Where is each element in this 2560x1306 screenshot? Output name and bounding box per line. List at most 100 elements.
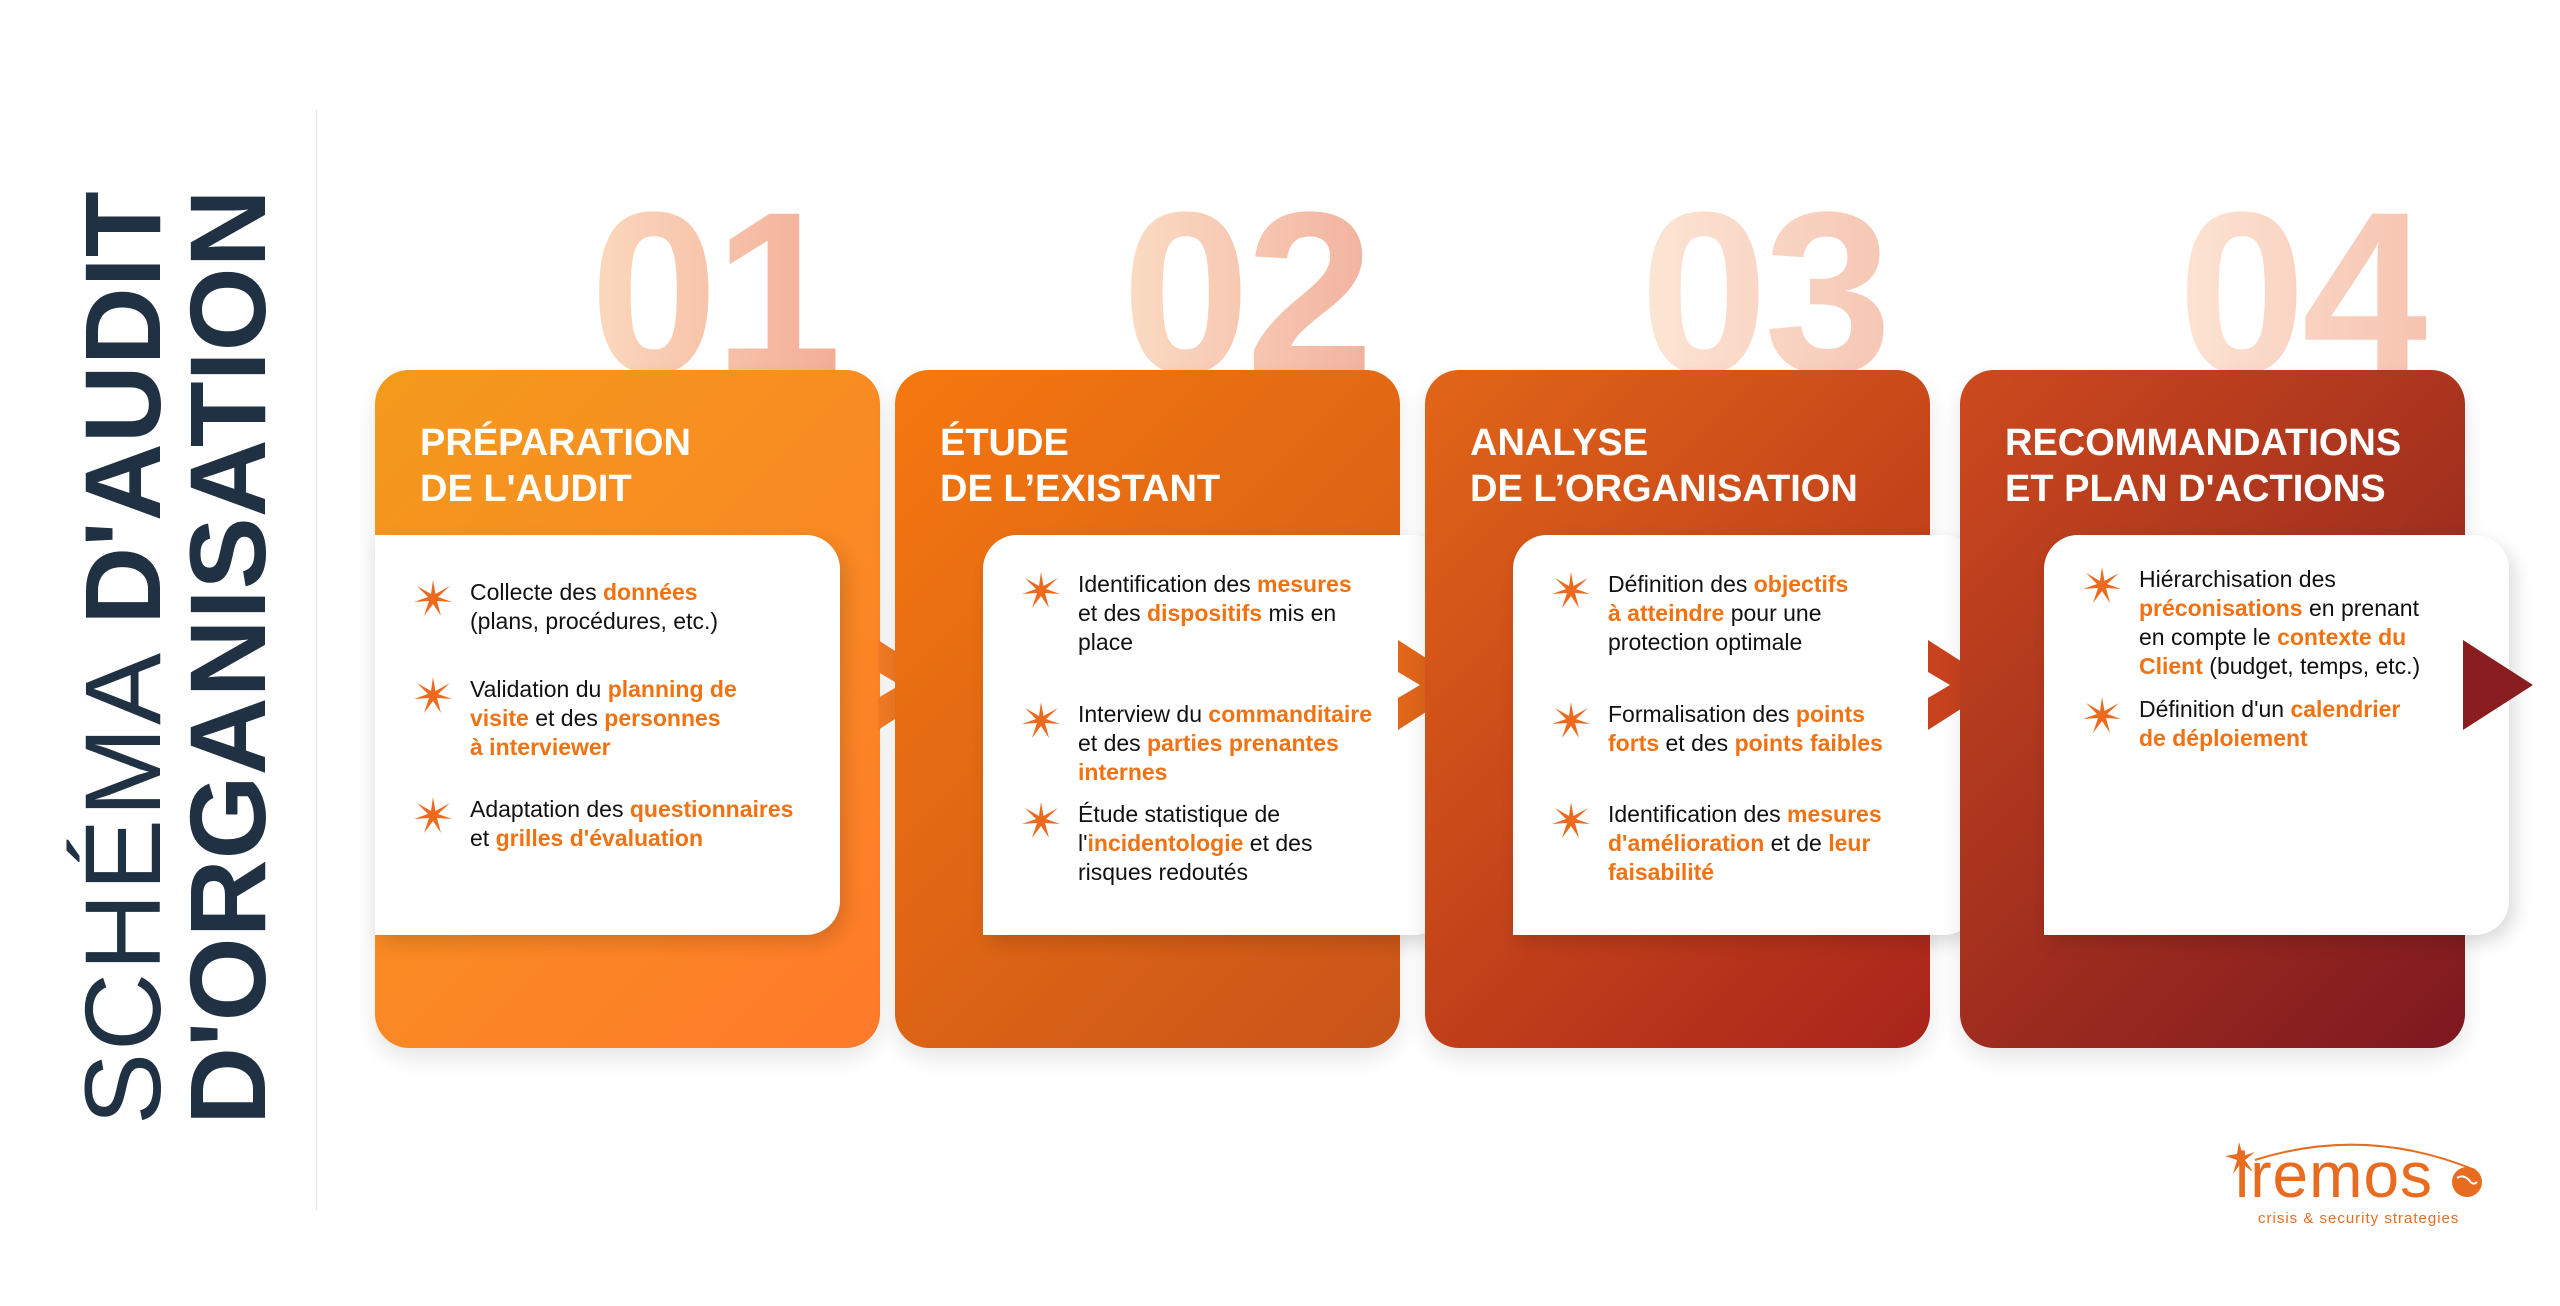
item-text: et — [470, 825, 496, 851]
step-item-line: d'amélioration et de leur — [1608, 829, 1882, 858]
step-item-line: à interviewer — [470, 733, 737, 762]
highlight-text: visite — [470, 705, 529, 731]
highlight-text: données — [602, 579, 698, 605]
step-item-line: faisabilité — [1608, 858, 1882, 887]
step-title-line: ET PLAN D'ACTIONS — [2005, 468, 2386, 510]
step-item-line: protection optimale — [1608, 628, 1848, 657]
highlight-text: préconisations — [2139, 595, 2303, 621]
highlight-text: contexte du — [2277, 624, 2407, 650]
step-number-4: 04 — [2178, 198, 2426, 388]
logo-tagline: crisis & security strategies — [2258, 1210, 2460, 1227]
item-text: (budget, temps, etc.) — [2202, 653, 2421, 679]
step-title-line: DE L’EXISTANT — [940, 468, 1221, 510]
step-item-line: Validation du planning de — [470, 675, 737, 704]
item-text: pour une — [1724, 600, 1822, 626]
iremos-logo: iremos crisis & security strategies — [2225, 1130, 2495, 1230]
highlight-text: commanditaire — [1208, 701, 1373, 727]
highlight-text: personnes — [604, 705, 721, 731]
item-text: et des — [1659, 730, 1735, 756]
step-title-line: ÉTUDE — [940, 422, 1069, 464]
highlight-text: incidentologie — [1087, 830, 1244, 856]
highlight-text: parties prenantes — [1147, 730, 1339, 756]
step-title-line: RECOMMANDATIONS — [2005, 422, 2402, 464]
step-title-line: DE L’ORGANISATION — [1470, 468, 1858, 510]
step-item-line: Hiérarchisation des — [2139, 565, 2420, 594]
step-item-line: Définition des objectifs — [1608, 570, 1848, 599]
title-thin-text: SCHÉMA — [62, 624, 183, 1125]
star-bullet-icon — [2082, 565, 2122, 605]
item-text: Identification des — [1078, 571, 1258, 597]
highlight-text: à interviewer — [470, 734, 611, 760]
item-text: mis en — [1262, 600, 1337, 626]
step-item-line: en compte le contexte du — [2139, 623, 2420, 652]
star-bullet-icon — [2082, 695, 2122, 735]
highlight-text: mesures — [1257, 571, 1352, 597]
highlight-text: forts — [1608, 730, 1660, 756]
star-bullet-icon — [413, 578, 453, 618]
highlight-text: mesures — [1787, 801, 1882, 827]
highlight-text: faisabilité — [1608, 859, 1715, 885]
item-text: Étude statistique de — [1078, 801, 1281, 827]
step-title-line: PRÉPARATION — [420, 422, 691, 464]
highlight-text: à atteindre — [1608, 600, 1725, 626]
step-item-line: de déploiement — [2139, 724, 2400, 753]
highlight-text: d'amélioration — [1608, 830, 1765, 856]
highlight-text: questionnaires — [629, 796, 794, 822]
star-bullet-icon — [1551, 800, 1591, 840]
step-number-3: 03 — [1640, 198, 1888, 388]
star-bullet-icon — [1021, 570, 1061, 610]
step-item-line: Collecte des données — [470, 578, 718, 607]
step-item-line: et des parties prenantes — [1078, 729, 1372, 758]
star-bullet-icon — [413, 795, 453, 835]
highlight-text: Client — [2139, 653, 2203, 679]
step-item-line: forts et des points faibles — [1608, 729, 1883, 758]
highlight-text: planning de — [607, 676, 737, 702]
item-text: (plans, procédures, etc.) — [470, 608, 719, 634]
highlight-text: grilles d'évaluation — [495, 825, 703, 851]
highlight-text: dispositifs — [1147, 600, 1263, 626]
step-item-line: à atteindre pour une — [1608, 599, 1848, 628]
highlight-text: de déploiement — [2139, 725, 2308, 751]
step-number-2: 02 — [1122, 198, 1370, 388]
title-line-2: D'ORGANISATION — [167, 189, 288, 1125]
step-item-line: place — [1078, 628, 1352, 657]
vertical-divider — [316, 110, 317, 1210]
step-item-line: Client (budget, temps, etc.) — [2139, 652, 2420, 681]
item-text: risques redoutés — [1078, 859, 1249, 885]
logo-mark-icon — [2225, 1142, 2482, 1197]
star-bullet-icon — [1021, 800, 1061, 840]
item-text: et de — [1764, 830, 1829, 856]
step-item-line: (plans, procédures, etc.) — [470, 607, 718, 636]
step-item-line: préconisations en prenant — [2139, 594, 2420, 623]
star-bullet-icon — [1551, 700, 1591, 740]
step-number-1: 01 — [590, 198, 838, 388]
step-item-line: visite et des personnes — [470, 704, 737, 733]
star-bullet-icon — [1021, 700, 1061, 740]
step-item-line: l'incidentologie et des — [1078, 829, 1312, 858]
item-text: place — [1078, 629, 1133, 655]
star-bullet-icon — [1551, 570, 1591, 610]
step-item-line: Formalisation des points — [1608, 700, 1883, 729]
highlight-text: points — [1795, 701, 1865, 727]
highlight-text: leur — [1828, 830, 1871, 856]
item-text: et des — [1078, 600, 1148, 626]
step-item-line: Identification des mesures — [1608, 800, 1882, 829]
title-bold-text: D'AUDIT — [62, 191, 183, 625]
item-text: l' — [1078, 830, 1088, 856]
page-title: SCHÉMA D'AUDIT D'ORGANISATION — [62, 125, 290, 1125]
step-item-line: internes — [1078, 758, 1372, 787]
step-content-panel — [983, 535, 1448, 935]
item-text: Validation du — [470, 676, 608, 702]
item-text: et des — [528, 705, 605, 731]
